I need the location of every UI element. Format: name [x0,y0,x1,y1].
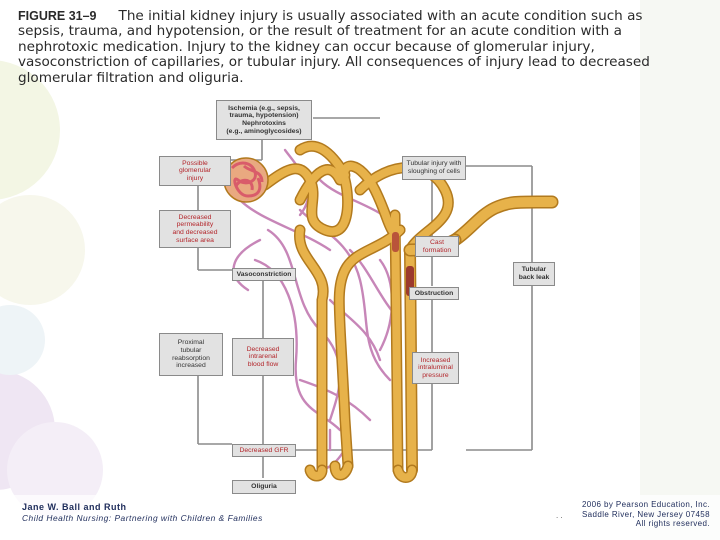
label-ischemia-nephrotoxins: Ischemia (e.g., sepsis, trauma, hypotens… [216,100,312,140]
label-vasoconstriction: Vasoconstriction [232,268,296,281]
label-tubular-back-leak: Tubular back leak [513,262,555,286]
label-decreased-gfr: Decreased GFR [232,444,296,457]
renal-tubules [259,140,559,483]
figure-label: FIGURE 31–9 [18,9,97,23]
copyright-line-1: 2006 by Pearson Education, Inc. [581,500,710,509]
label-cast-formation: Cast formation [415,236,459,257]
label-oliguria: Oliguria [232,480,296,494]
label-glomerular-injury: Possible glomerular injury [159,156,231,186]
caption-text: The initial kidney injury is usually ass… [18,8,650,86]
label-decreased-permeability: Decreased permeability and decreased sur… [159,210,231,248]
footer-dots: . . [556,511,563,520]
copyright-line-3: All rights reserved. [635,519,710,529]
footer-authors: Jane W. Ball and Ruth [22,502,127,512]
label-increased-pressure: Increased intraluminal pressure [412,352,459,384]
label-decreased-blood-flow: Decreased intrarenal blood flow [232,338,294,376]
label-tubular-injury: Tubular injury with sloughing of cells [402,156,466,180]
glomerulus [223,157,269,203]
label-proximal-reabsorption: Proximal tubular reabsorption increased [159,333,223,376]
label-obstruction: Obstruction [409,287,459,300]
footer-credit: Jane W. Ball and Ruth Child Health Nursi… [22,502,263,523]
copyright-line-2: Saddle River, New Jersey 07458 [581,509,710,519]
footer-book-title: Child Health Nursing: Partnering with Ch… [22,513,263,523]
footer-copyright: 2006 by Pearson Education, Inc. Saddle R… [582,500,710,529]
